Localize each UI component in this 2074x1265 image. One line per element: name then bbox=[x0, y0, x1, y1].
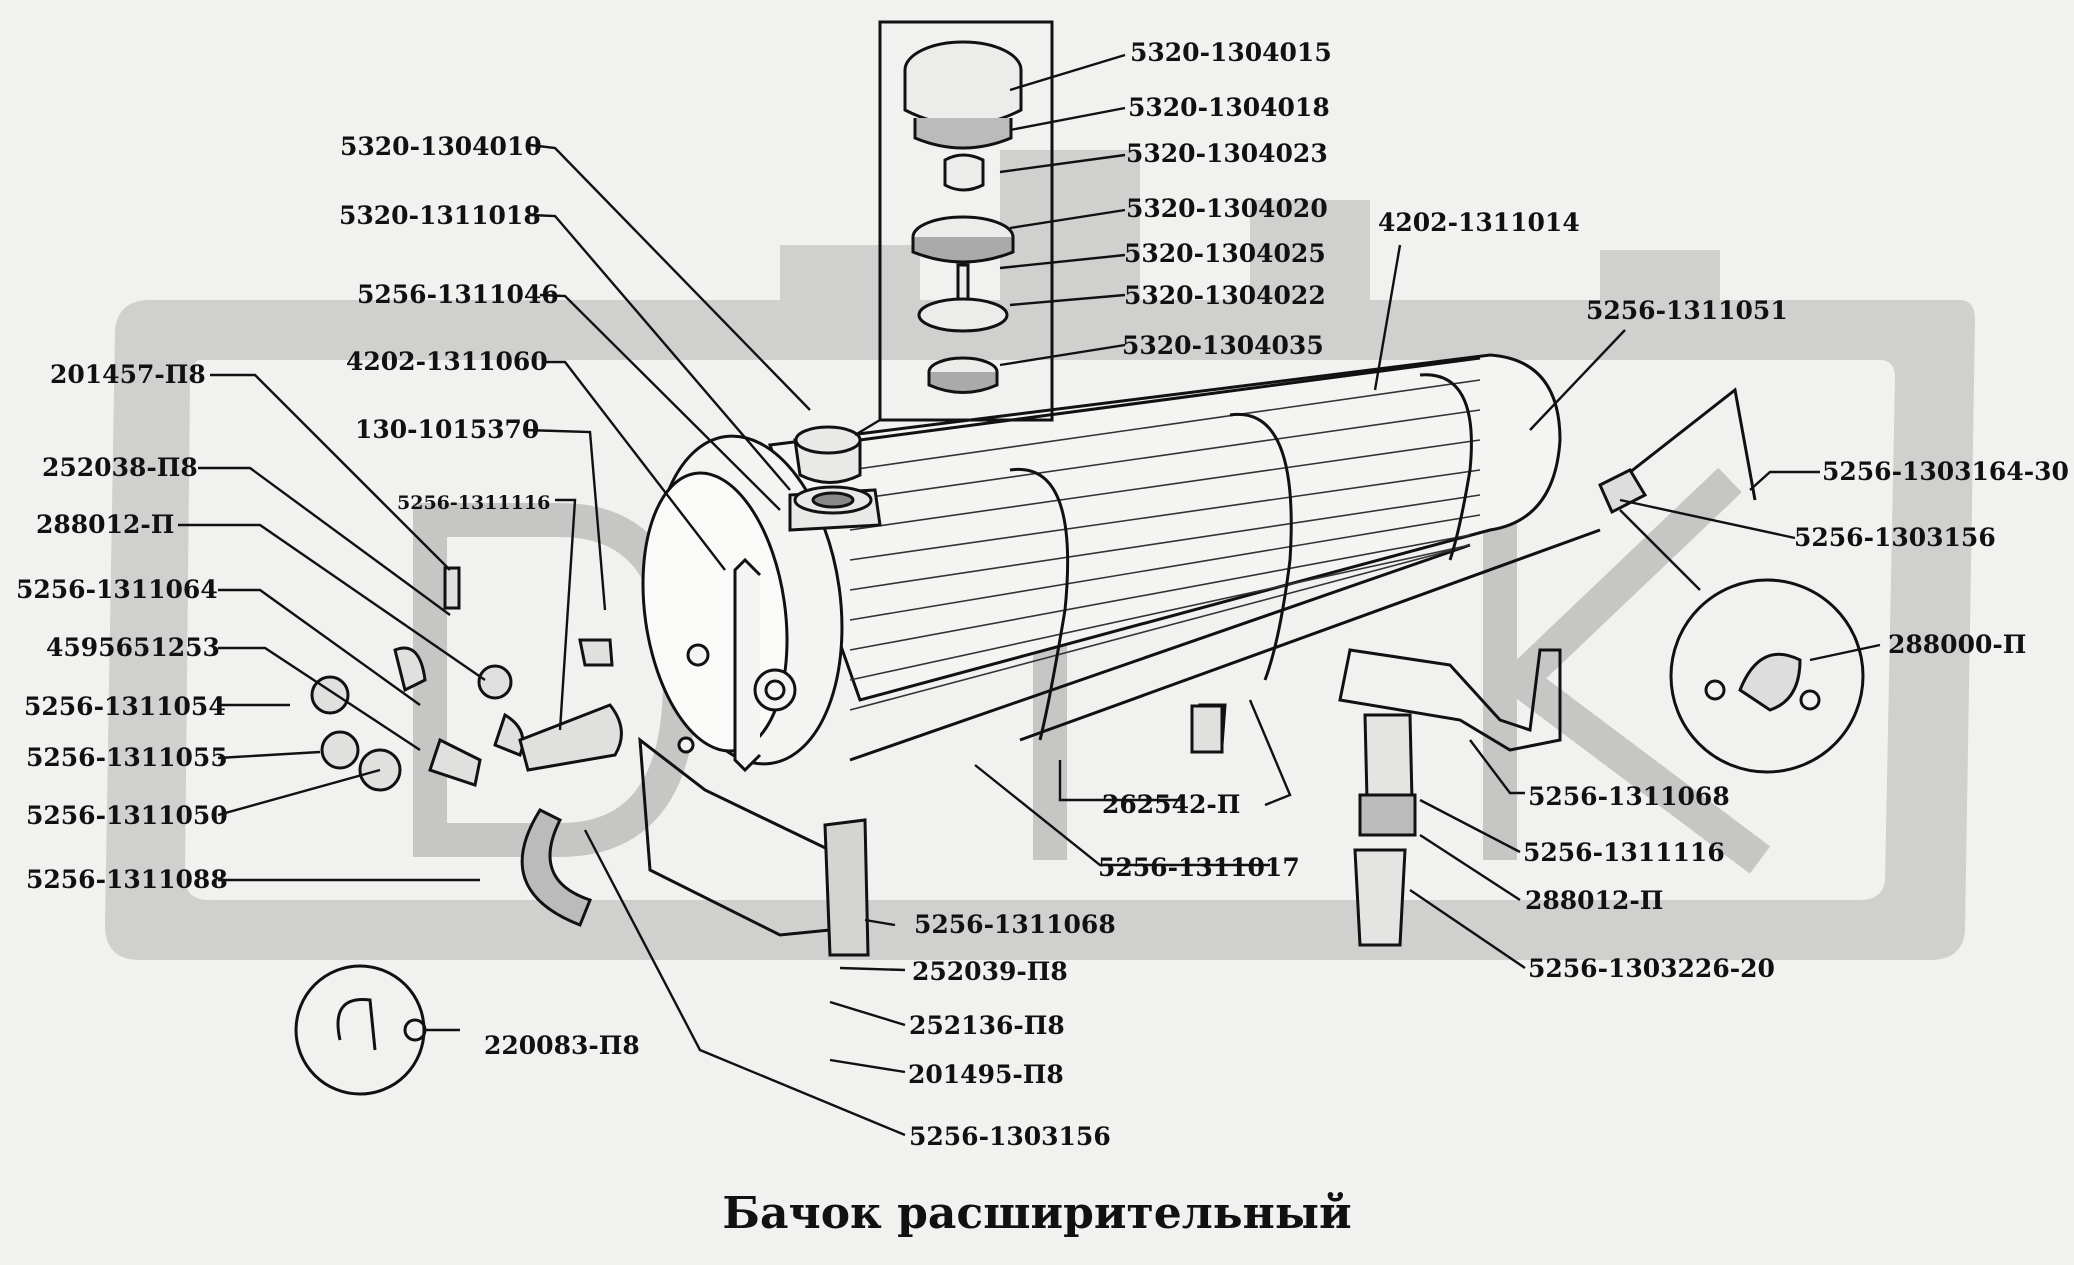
label-5256-1303156-bottom: 5256-1303156 bbox=[909, 1122, 1111, 1151]
label-5320-1304022: 5320-1304022 bbox=[1124, 281, 1326, 310]
label-5320-1304023: 5320-1304023 bbox=[1126, 139, 1328, 168]
label-288012-P-left: 288012-П bbox=[36, 510, 175, 539]
label-5256-1311068-right: 5256-1311068 bbox=[1528, 782, 1730, 811]
label-4202-1311014: 4202-1311014 bbox=[1378, 208, 1580, 237]
detail-circles bbox=[294, 578, 1865, 1096]
right-pipe bbox=[1598, 387, 1757, 515]
label-5256-1311017: 5256-1311017 bbox=[1098, 853, 1300, 882]
label-262542-P: 262542-П bbox=[1102, 790, 1241, 819]
label-5256-1311068-bottom: 5256-1311068 bbox=[914, 910, 1116, 939]
label-5320-1304025: 5320-1304025 bbox=[1124, 239, 1326, 268]
label-130-1015370: 130-1015370 bbox=[355, 415, 540, 444]
tank-end-details bbox=[677, 557, 797, 773]
label-5256-1311088: 5256-1311088 bbox=[26, 865, 228, 894]
tank-ribs bbox=[849, 379, 1481, 711]
label-252136-P8: 252136-П8 bbox=[909, 1011, 1065, 1040]
label-5320-1311018: 5320-1311018 bbox=[339, 201, 541, 230]
label-4595651253: 4595651253 bbox=[46, 633, 220, 662]
label-5256-1311064: 5256-1311064 bbox=[16, 575, 218, 604]
leader-lines bbox=[178, 53, 1881, 1137]
label-5320-1304010: 5320-1304010 bbox=[340, 132, 542, 161]
label-5320-1304018: 5320-1304018 bbox=[1128, 93, 1330, 122]
label-288000-P: 288000-П bbox=[1888, 630, 2027, 659]
label-5256-1311050: 5256-1311050 bbox=[26, 801, 228, 830]
label-252038-P8: 252038-П8 bbox=[42, 453, 198, 482]
label-5256-1303164-30: 5256-1303164-30 bbox=[1822, 457, 2069, 486]
label-5256-1311116-top: 5256-1311116 bbox=[397, 492, 551, 514]
label-201495-P8: 201495-П8 bbox=[908, 1060, 1064, 1089]
watermark-frame bbox=[105, 150, 1975, 960]
label-4202-1311060: 4202-1311060 bbox=[346, 347, 548, 376]
label-220083-P8: 220083-П8 bbox=[484, 1031, 640, 1060]
diagram-title: Бачок расширительный bbox=[722, 1188, 1352, 1239]
label-288012-P-right: 288012-П bbox=[1525, 886, 1664, 915]
label-5256-1311054: 5256-1311054 bbox=[24, 692, 226, 721]
label-5320-1304015: 5320-1304015 bbox=[1130, 38, 1332, 67]
label-5256-1311046: 5256-1311046 bbox=[357, 280, 559, 309]
label-5320-1304020: 5320-1304020 bbox=[1126, 194, 1328, 223]
tank-straps bbox=[1009, 373, 1601, 742]
cap-exploded-view bbox=[878, 20, 1054, 422]
label-5256-1311055: 5256-1311055 bbox=[26, 743, 228, 772]
filler-neck bbox=[788, 425, 882, 532]
label-5256-1303156-right: 5256-1303156 bbox=[1794, 523, 1996, 552]
label-5256-1311051: 5256-1311051 bbox=[1586, 296, 1788, 325]
label-5320-1304035: 5320-1304035 bbox=[1122, 331, 1324, 360]
label-5256-1303226-20: 5256-1303226-20 bbox=[1528, 954, 1775, 983]
brackets bbox=[638, 648, 1562, 957]
label-252039-P8: 252039-П8 bbox=[912, 957, 1068, 986]
label-201457-P8: 201457-П8 bbox=[50, 360, 206, 389]
label-5256-1311116-right: 5256-1311116 bbox=[1523, 838, 1725, 867]
